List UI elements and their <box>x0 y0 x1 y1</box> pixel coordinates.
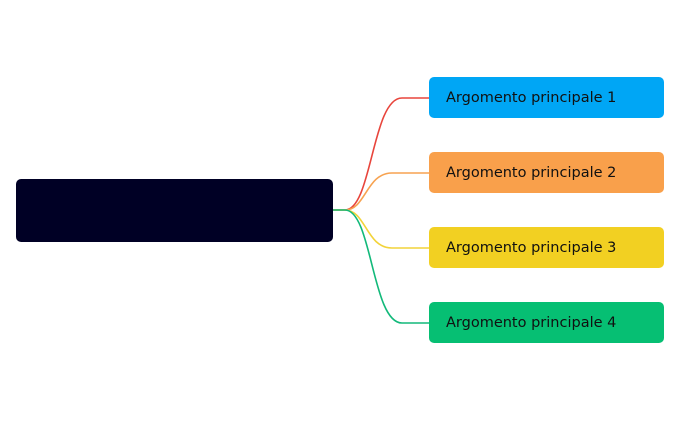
connector-topic-1 <box>333 97 429 211</box>
connector-topic-4 <box>333 209 429 324</box>
central-topic[interactable] <box>16 179 333 242</box>
connector-topic-2 <box>333 172 429 211</box>
main-topic-4[interactable]: Argomento principale 4 <box>429 302 664 343</box>
main-topic-2[interactable]: Argomento principale 2 <box>429 152 664 193</box>
main-topic-3-label: Argomento principale 3 <box>446 239 617 256</box>
main-topic-1-label: Argomento principale 1 <box>446 89 617 106</box>
connector-topic-3 <box>333 209 429 249</box>
main-topic-2-label: Argomento principale 2 <box>446 164 617 181</box>
main-topic-4-label: Argomento principale 4 <box>446 314 617 331</box>
main-topic-3[interactable]: Argomento principale 3 <box>429 227 664 268</box>
main-topic-1[interactable]: Argomento principale 1 <box>429 77 664 118</box>
